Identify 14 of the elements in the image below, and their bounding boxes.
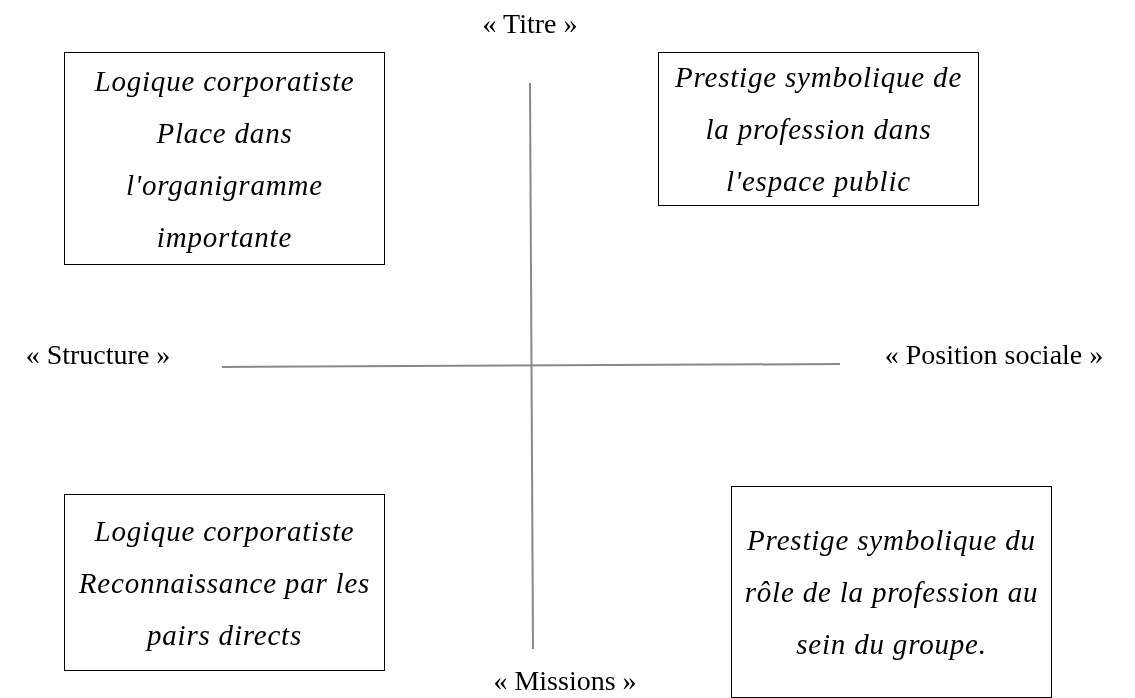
box-text: Logique corporatiste [94,513,355,549]
axis-label: « Position sociale » [884,338,1104,372]
text-box [64,52,385,265]
box-text: Prestige symbolique de la profession dans l'espace public [673,60,964,199]
box-text: Logique corporatiste [94,63,355,99]
box-text: Reconnaissance par les pairs directs [77,565,372,653]
axis-label: « Titre » [482,7,578,41]
axis-label: « Structure » [25,338,171,372]
text-box [658,52,979,206]
box-text: Place dans l'organigramme importante [125,115,324,255]
axis-label: « Missions » [493,664,637,698]
text-box [64,494,385,671]
text-box [731,486,1052,698]
box-text: Prestige symbolique du rôle de la profession au sein du groupe. [743,523,1040,662]
